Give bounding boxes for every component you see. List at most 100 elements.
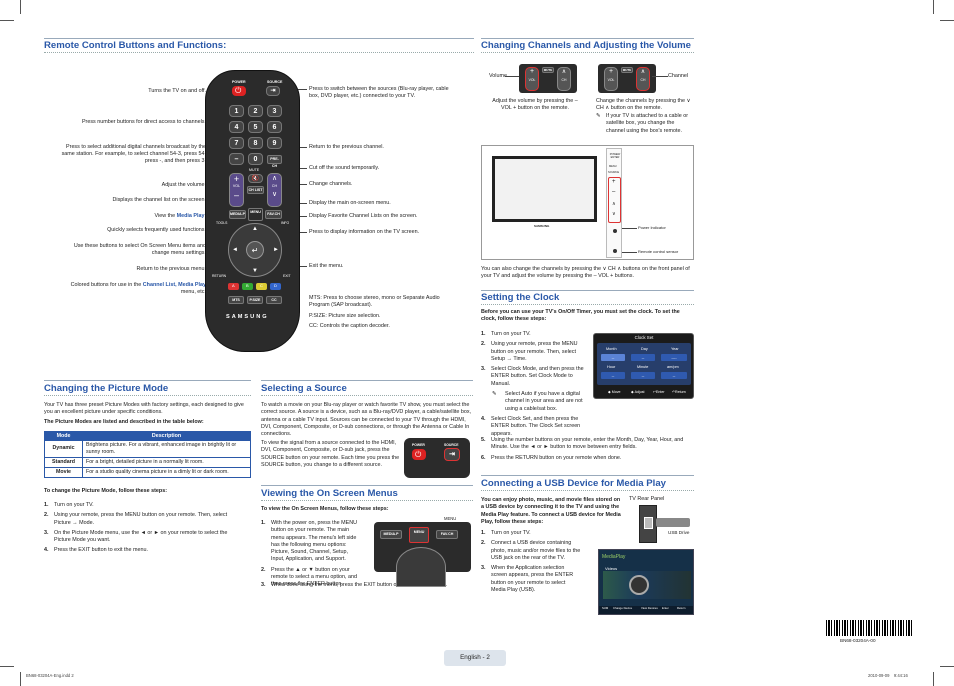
section-rule [261, 395, 473, 396]
label-chlist: Displays the channel list on the screen. [112, 197, 207, 203]
channel-caption: Change the channels by pressing the ∨ CH… [596, 98, 691, 112]
power-icon: ⏻ [415, 450, 422, 459]
mute-button[interactable]: 🔇 [248, 174, 263, 183]
digit-1[interactable]: 1 [229, 105, 244, 117]
volume-rocker[interactable]: + VOL – [229, 173, 244, 207]
panel-ch-up: ∧ [612, 201, 616, 207]
source-section-title: Selecting a Source [261, 383, 347, 394]
ch-down-icon: ∨ [271, 190, 278, 198]
dash-button[interactable]: – [229, 153, 244, 165]
osd-footer-adjust: ◆ Adjust [631, 390, 645, 394]
color-button-a[interactable]: A [228, 283, 239, 290]
digit-0[interactable]: 0 [248, 153, 263, 165]
section-rule [44, 395, 251, 396]
osd-footer-return: ↶Return [672, 390, 686, 394]
channel-label: Channel [668, 73, 689, 79]
source-button[interactable]: ⇥ [266, 86, 280, 96]
mute-mini: MUTE [621, 67, 633, 73]
exit-label: EXIT [283, 274, 291, 278]
section-top-rule [261, 485, 473, 486]
front-panel-text: You can also change the channels by pres… [481, 266, 690, 280]
panel-menu: MENU [609, 165, 617, 168]
color-button-b[interactable]: B [242, 283, 253, 290]
clock-day-field[interactable]: -- [631, 354, 655, 361]
picture-table-caption: The Picture Modes are listed and describ… [44, 419, 204, 425]
media-play-title: MediaPlay [602, 554, 626, 560]
psize-button[interactable]: P.SIZE [247, 296, 263, 304]
note-icon: ✎ [492, 391, 497, 398]
footer-sum: SUM [602, 606, 609, 610]
digit-2[interactable]: 2 [248, 105, 263, 117]
remote-section-title: Remote Control Buttons and Functions: [44, 40, 227, 51]
cc-button[interactable]: CC [266, 296, 282, 304]
remote-sensor-label: Remote control sensor [638, 249, 679, 254]
digit-5[interactable]: 5 [248, 121, 263, 133]
clock-osd-title: Clock Set [634, 335, 654, 340]
section-top-rule [261, 380, 473, 381]
clock-ampm-field[interactable]: -- [661, 372, 687, 379]
footer-return: Return [677, 606, 686, 610]
up-arrow-icon: ▲ [252, 226, 258, 232]
mediap-button[interactable]: MEDIA.P [229, 210, 246, 219]
ch-rocker-mini: ∧CH [557, 67, 571, 91]
power-icon: ⏻ [235, 86, 242, 95]
note-psize: P.SIZE: Picture size selection. [309, 312, 381, 319]
clock-minute-label: Minute [637, 365, 649, 369]
clock-hour-field[interactable]: -- [601, 372, 625, 379]
chlist-button[interactable]: CH LIST [247, 186, 264, 194]
channel-rocker[interactable]: ∧ CH ∨ [267, 173, 282, 207]
label-volume: Adjust the volume. [161, 182, 206, 188]
clock-year-field[interactable]: ---- [661, 354, 687, 361]
clock-set-osd: Clock Set Month Day Year -- -- ---- Hour… [593, 333, 694, 399]
tv-screen [492, 156, 597, 222]
ch-rocker-highlighted: ∧CH [636, 67, 650, 91]
tv-rear-panel-illustration [639, 505, 657, 543]
digit-7[interactable]: 7 [229, 137, 244, 149]
footer-enter: Enter [662, 606, 669, 610]
picture-section-title: Changing the Picture Mode [44, 383, 169, 394]
clock-step-note: ✎Select Auto if you have a digital chann… [492, 391, 583, 412]
navigation-dpad[interactable]: ▲ ▼ ◄ ► ↵ [228, 223, 282, 277]
clock-step: 3.Select Clock Mode, and then press the … [481, 366, 584, 387]
source-button-highlighted: ⇥ [444, 448, 460, 461]
digit-3[interactable]: 3 [267, 105, 282, 117]
clock-step: 2.Using your remote, press the MENU butt… [481, 341, 578, 362]
usb-intro: You can enjoy photo, music, and movie fi… [481, 497, 621, 525]
digit-9[interactable]: 9 [267, 137, 282, 149]
label-favch: Display Favorite Channel Lists on the sc… [309, 213, 418, 219]
barcode-icon [826, 620, 914, 636]
channel-remote-closeup: +VOL MUTE ∧CH [598, 64, 656, 93]
file-info: BN68-03204A-Eng.indd 2 [26, 673, 74, 678]
digit-6[interactable]: 6 [267, 121, 282, 133]
favch-button[interactable]: FAV.CH [265, 210, 282, 219]
note-icon: ✎ [596, 113, 601, 119]
vol-down-icon: – [233, 189, 239, 200]
footer-change-device: Change Device [613, 606, 633, 610]
label-info: Press to display information on the TV s… [309, 229, 420, 235]
usb-step: 3.When the Application selection screen … [481, 565, 574, 594]
clock-month-field[interactable]: -- [601, 354, 625, 361]
power-button[interactable]: ⏻ [232, 86, 246, 96]
clock-minute-field[interactable]: -- [631, 372, 655, 379]
panel-vol-up: + [612, 179, 616, 185]
label-channels: Change channels. [309, 181, 353, 187]
label-dash: Press to select additional digital chann… [61, 144, 206, 165]
usb-drive-label: USB Drive [668, 530, 690, 535]
digit-4[interactable]: 4 [229, 121, 244, 133]
menu-button[interactable]: MENU [248, 208, 263, 221]
digit-8[interactable]: 8 [248, 137, 263, 149]
enter-button[interactable]: ↵ [246, 241, 264, 259]
rear-panel-label: TV Rear Panel [629, 496, 665, 502]
section-rule [261, 500, 473, 501]
label-colored: Colored buttons for use in the Channel L… [70, 282, 206, 296]
barcode-number: BN68-03204A-00 [840, 638, 876, 643]
color-button-c[interactable]: C [256, 283, 267, 290]
prech-button[interactable]: PRE-CH [267, 155, 282, 168]
osd-step: 2.Press the ▲ or ▼ button on your remote… [261, 566, 358, 588]
color-button-d[interactable]: D [270, 283, 281, 290]
mts-button[interactable]: MTS [228, 296, 244, 304]
note-mts: MTS: Press to choose stereo, mono or Sep… [309, 295, 440, 309]
section-rule [481, 304, 694, 305]
film-reel-icon [629, 575, 649, 595]
